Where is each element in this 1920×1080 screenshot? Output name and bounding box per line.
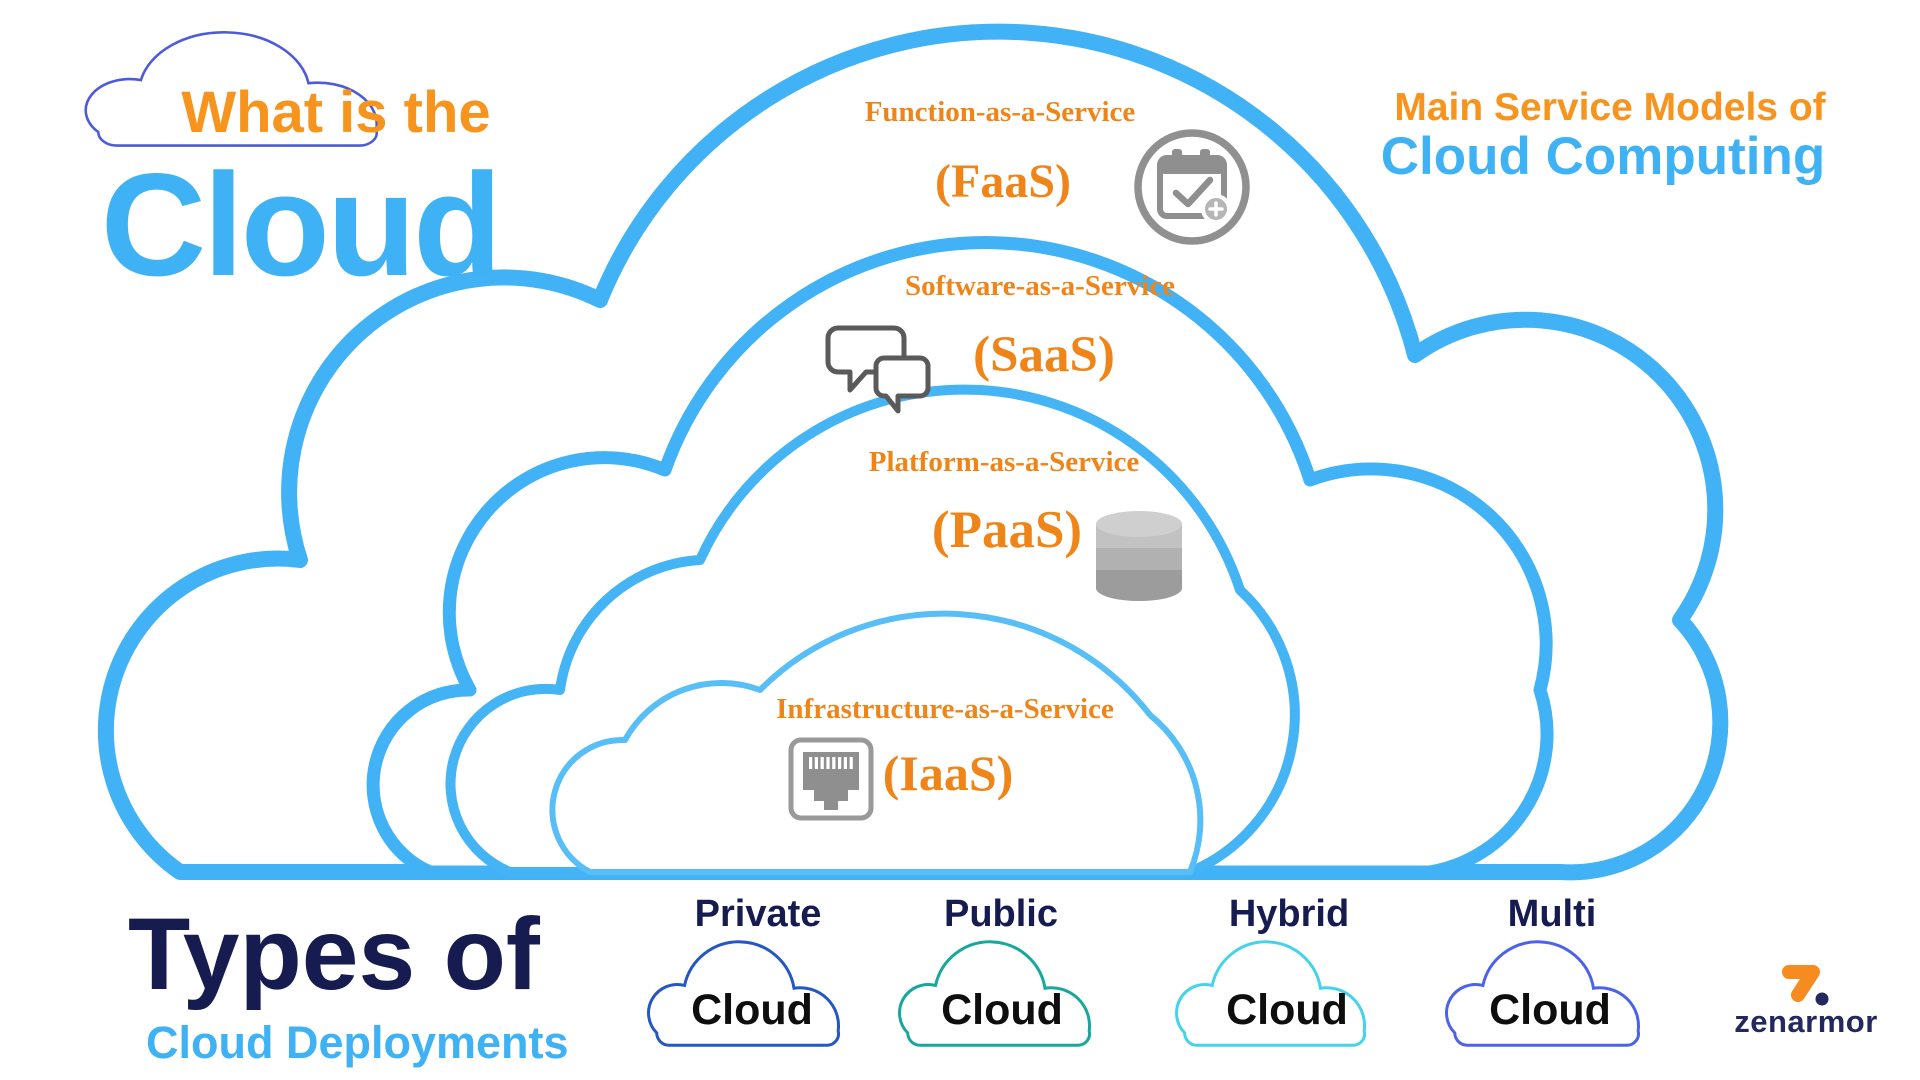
- saas-label: Software-as-a-Service: [904, 270, 1176, 302]
- saas-abbr: (SaaS): [973, 327, 1115, 383]
- iaas-label: Infrastructure-as-a-Service: [776, 693, 1114, 725]
- service-models-title-line2: Cloud Computing: [1380, 127, 1826, 186]
- public-cloud-label: Public: [943, 893, 1059, 935]
- hybrid-cloud-word: Cloud: [1226, 986, 1348, 1034]
- faas-label: Function-as-a-Service: [864, 96, 1136, 128]
- multi-cloud-word: Cloud: [1489, 986, 1611, 1034]
- headline-what-is-the: What is the: [181, 80, 491, 145]
- iaas-cloud-outline: [549, 610, 1204, 875]
- zenarmor-brand-name: zenarmor: [1734, 1004, 1878, 1039]
- private-cloud-label: Private: [694, 893, 822, 935]
- hybrid-cloud-label: Hybrid: [1228, 893, 1350, 935]
- zenarmor-logo-icon: [1782, 965, 1829, 1006]
- private-cloud-word: Cloud: [691, 986, 813, 1034]
- paas-label: Platform-as-a-Service: [868, 446, 1140, 478]
- public-cloud-word: Cloud: [941, 986, 1063, 1034]
- iaas-abbr: (IaaS): [882, 745, 1014, 801]
- deployments-title-line2: Cloud Deployments: [146, 1017, 569, 1068]
- multi-cloud-label: Multi: [1507, 893, 1597, 935]
- deployments-title-line1: Types of: [128, 897, 540, 1011]
- service-models-title-line1: Main Service Models of: [1394, 86, 1826, 129]
- ethernet-port-icon: [788, 737, 874, 821]
- database-icon: [1096, 511, 1182, 601]
- calendar-plus-icon: [1134, 129, 1250, 245]
- faas-abbr: (FaaS): [935, 155, 1071, 208]
- headline-cloud-word: Cloud: [100, 143, 503, 306]
- paas-abbr: (PaaS): [931, 501, 1083, 559]
- chat-bubbles-icon: [825, 325, 931, 414]
